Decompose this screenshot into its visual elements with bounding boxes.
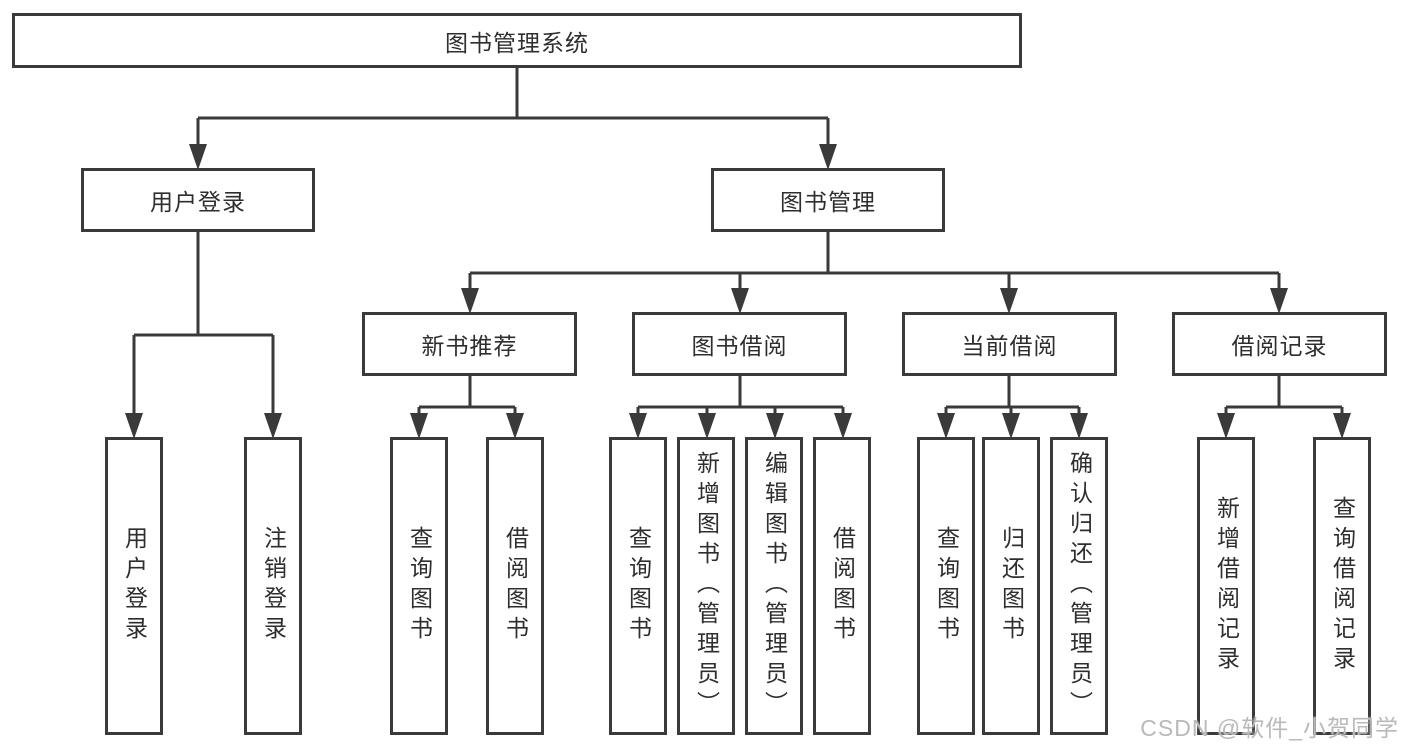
node-label: 新增借阅记录 bbox=[1213, 496, 1240, 676]
node-label: 编辑图书（管理员） bbox=[761, 451, 788, 721]
csdn-watermark: CSDN @软件_小贺同学 bbox=[1140, 715, 1399, 741]
leaf-query-borrow-record: 查询借阅记录 bbox=[1313, 437, 1371, 735]
leaf-borrow-books-2: 借阅图书 bbox=[813, 437, 871, 735]
node-label: 新增图书（管理员） bbox=[693, 451, 720, 721]
node-label: 借阅记录 bbox=[1231, 333, 1328, 359]
leaf-user-login: 用户登录 bbox=[105, 437, 163, 735]
node-label: 用户登录 bbox=[150, 189, 246, 215]
node-new-book-recommend: 新书推荐 bbox=[362, 312, 577, 376]
node-label: 图书管理 bbox=[780, 189, 876, 215]
node-label: 图书借阅 bbox=[691, 333, 788, 359]
node-book-management: 图书管理 bbox=[711, 168, 945, 232]
node-label: 归还图书 bbox=[998, 526, 1025, 646]
node-system-root: 图书管理系统 bbox=[12, 13, 1022, 68]
node-label: 图书管理系统 bbox=[445, 29, 589, 56]
node-book-borrow: 图书借阅 bbox=[632, 312, 847, 376]
node-label: 用户登录 bbox=[121, 526, 148, 646]
leaf-query-books-2: 查询图书 bbox=[609, 437, 667, 735]
leaf-query-books-1: 查询图书 bbox=[390, 437, 448, 735]
node-label: 借阅图书 bbox=[502, 526, 529, 646]
node-label: 注销登录 bbox=[260, 526, 287, 646]
leaf-borrow-books-1: 借阅图书 bbox=[486, 437, 544, 735]
leaf-return-book: 归还图书 bbox=[982, 437, 1040, 735]
node-label: 查询借阅记录 bbox=[1329, 496, 1356, 676]
leaf-add-borrow-record: 新增借阅记录 bbox=[1197, 437, 1255, 735]
node-label: 新书推荐 bbox=[421, 333, 518, 359]
node-current-borrow: 当前借阅 bbox=[902, 312, 1117, 376]
node-label: 当前借阅 bbox=[961, 333, 1058, 359]
node-label: 确认归还（管理员） bbox=[1066, 451, 1093, 721]
node-label: 查询图书 bbox=[933, 526, 960, 646]
node-user-login: 用户登录 bbox=[81, 168, 315, 232]
leaf-confirm-return-admin: 确认归还（管理员） bbox=[1050, 437, 1108, 735]
leaf-edit-book-admin: 编辑图书（管理员） bbox=[745, 437, 803, 735]
leaf-logout: 注销登录 bbox=[244, 437, 302, 735]
node-borrow-records: 借阅记录 bbox=[1172, 312, 1387, 376]
leaf-query-books-3: 查询图书 bbox=[917, 437, 975, 735]
node-label: 借阅图书 bbox=[829, 526, 856, 646]
node-label: 查询图书 bbox=[406, 526, 433, 646]
leaf-add-book-admin: 新增图书（管理员） bbox=[677, 437, 735, 735]
node-label: 查询图书 bbox=[625, 526, 652, 646]
